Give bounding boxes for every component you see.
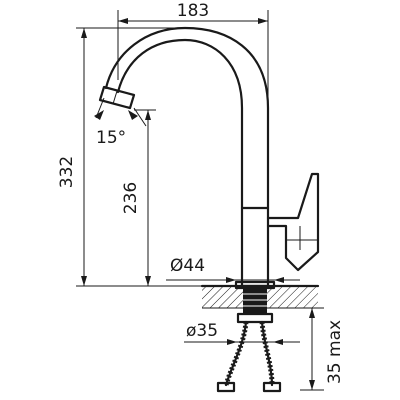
dim-spout-height-label: 236	[121, 182, 141, 214]
gooseneck-inner	[104, 26, 270, 210]
dimension-base-diameter: Ø44	[166, 256, 300, 283]
gooseneck-outer	[116, 38, 244, 210]
dim-width-label: 183	[177, 1, 209, 21]
dim-max-thickness-label: 35 max	[325, 320, 345, 384]
mounting-nut	[236, 312, 274, 324]
dim-angle-label: 15°	[96, 128, 126, 148]
dimension-max-thickness: 35 max	[300, 307, 345, 391]
dimension-width: 183	[117, 1, 269, 100]
dim-base-diameter-label: Ø44	[170, 256, 205, 276]
aerator-detail	[112, 90, 118, 105]
lever-handle	[266, 172, 320, 272]
dimension-hole-diameter: ø35	[184, 321, 300, 345]
dimension-angle: 15°	[94, 97, 147, 148]
dimension-total-height: 332	[57, 27, 202, 287]
dimension-spout-height: 236	[121, 109, 156, 286]
threaded-shank	[243, 288, 267, 314]
hose-fitting-left	[216, 381, 236, 393]
dim-hole-diameter-label: ø35	[186, 321, 218, 341]
body-cylinder	[240, 206, 270, 288]
hose-fitting-right	[262, 381, 282, 393]
dim-total-height-label: 332	[57, 156, 77, 188]
faucet-outline	[98, 26, 320, 288]
aerator-tip	[98, 85, 136, 110]
mounting-hardware	[216, 288, 282, 393]
